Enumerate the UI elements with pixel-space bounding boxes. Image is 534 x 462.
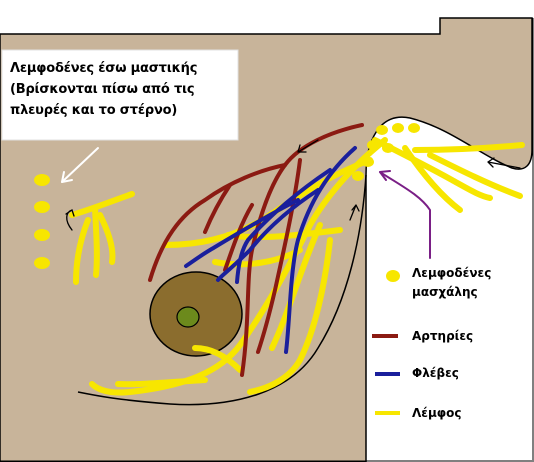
internal-mammary-annotation: Λεμφοδένες έσω μαστικής (Βρίσκονται πίσω…: [10, 58, 238, 121]
annotation-line-3: πλευρές και το στέρνο): [10, 100, 238, 121]
legend-lymph-label: Λέμφος: [412, 406, 462, 420]
legend-axillary-line-2: μασχάλης: [412, 283, 491, 302]
nipple: [177, 307, 199, 327]
annotation-line-2: (Βρίσκονται πίσω από τις: [10, 79, 238, 100]
annotation-line-1: Λεμφοδένες έσω μαστικής: [10, 58, 238, 79]
legend-node-swatch: [386, 270, 400, 282]
legend-arteries-label: Αρτηρίες: [412, 329, 473, 343]
legend-axillary-nodes: Λεμφοδένες μασχάλης: [412, 264, 491, 302]
legend-axillary-line-1: Λεμφοδένες: [412, 264, 491, 283]
legend-veins-label: Φλέβες: [412, 366, 459, 380]
